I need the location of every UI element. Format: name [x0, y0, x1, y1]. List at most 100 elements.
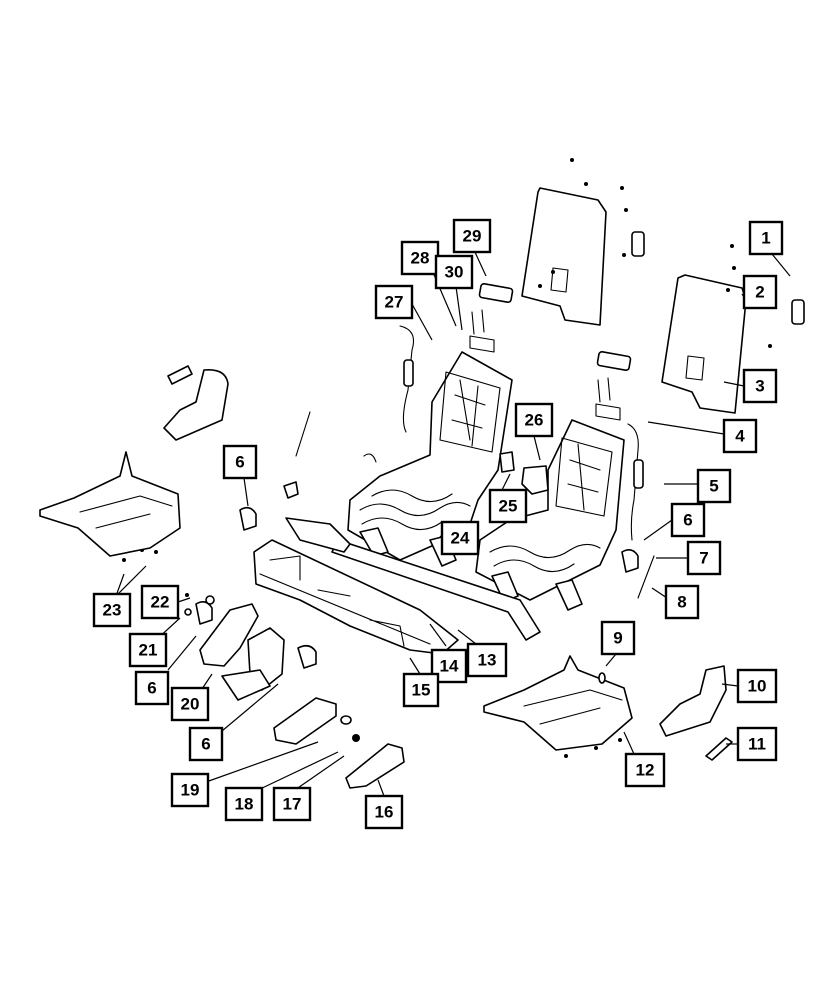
- callout-23: 23: [92, 592, 132, 628]
- svg-text:23: 23: [103, 601, 122, 620]
- callout-19: 19: [170, 772, 210, 808]
- floor-tray-right: [483, 655, 633, 751]
- callout-1: 1: [748, 220, 784, 256]
- bracket-cover-6b: [621, 548, 639, 573]
- callout-28: 28: [400, 240, 440, 276]
- svg-text:17: 17: [283, 795, 302, 814]
- headrest-guide-left: [469, 309, 495, 353]
- svg-text:20: 20: [181, 695, 200, 714]
- svg-text:9: 9: [613, 629, 622, 648]
- svg-text:12: 12: [636, 761, 655, 780]
- callout-3: 3: [742, 368, 778, 404]
- rod-left: [295, 411, 311, 457]
- callout-10: 10: [736, 668, 778, 704]
- clip-right: [791, 299, 805, 325]
- floor-tray-left-detail: [79, 495, 173, 529]
- svg-text:29: 29: [463, 227, 482, 246]
- bracket-cover-6a: [239, 506, 257, 531]
- latch-bracket: [521, 465, 549, 495]
- callout-24: 24: [440, 520, 480, 556]
- svg-text:10: 10: [748, 677, 767, 696]
- handle-11: [705, 737, 733, 761]
- svg-text:15: 15: [412, 681, 431, 700]
- back-panel-right: [661, 274, 747, 414]
- svg-text:6: 6: [683, 511, 692, 530]
- svg-text:6: 6: [147, 679, 156, 698]
- callout-26: 26: [514, 402, 554, 438]
- back-panel-left: [521, 187, 607, 326]
- svg-text:3: 3: [755, 377, 764, 396]
- callout-21: 21: [128, 632, 168, 668]
- callout-6-upper-left: 6: [222, 444, 258, 480]
- bolt-22: [205, 595, 215, 605]
- washer-18: [340, 715, 352, 725]
- callout-13: 13: [466, 642, 508, 678]
- bracket-cover-6d: [297, 644, 317, 669]
- svg-text:24: 24: [451, 529, 470, 548]
- callout-6-mid-left: 6: [134, 670, 170, 706]
- callout-labels: 1 2 3 4 5 6 6 6 6 7 8 9 10 11 12 13 14 1…: [92, 218, 784, 830]
- cross-rail: [331, 539, 541, 641]
- svg-text:25: 25: [499, 497, 518, 516]
- bolt-21: [184, 608, 192, 616]
- callout-22: 22: [140, 584, 180, 620]
- svg-text:6: 6: [235, 453, 244, 472]
- seat-frame-right-legs: [491, 571, 583, 611]
- svg-text:26: 26: [525, 411, 544, 430]
- callout-5: 5: [696, 468, 732, 504]
- callout-25: 25: [488, 488, 528, 524]
- bolt-9: [598, 672, 606, 684]
- cable-right-sleeve: [633, 459, 644, 489]
- callout-18: 18: [224, 786, 264, 822]
- callout-4: 4: [722, 418, 758, 454]
- svg-text:2: 2: [755, 283, 764, 302]
- svg-text:1: 1: [761, 229, 770, 248]
- svg-text:4: 4: [735, 427, 745, 446]
- seat-frame-left-legs: [359, 527, 457, 567]
- callout-2: 2: [742, 274, 778, 310]
- seat-frame-right-back-grid: [555, 437, 613, 517]
- callout-20: 20: [170, 686, 210, 722]
- callout-15: 15: [402, 672, 440, 708]
- callout-30: 30: [434, 254, 474, 290]
- svg-text:8: 8: [677, 593, 686, 612]
- parts-artwork: [39, 158, 805, 789]
- svg-text:16: 16: [375, 803, 394, 822]
- svg-text:5: 5: [709, 477, 718, 496]
- side-shield-upper-left: [163, 368, 229, 441]
- hook-mid: [283, 481, 299, 499]
- svg-text:11: 11: [748, 735, 766, 754]
- svg-text:28: 28: [411, 249, 430, 268]
- svg-text:7: 7: [699, 549, 708, 568]
- svg-text:19: 19: [181, 781, 200, 800]
- svg-text:6: 6: [201, 735, 210, 754]
- svg-text:30: 30: [445, 263, 464, 282]
- headrest-guide-right: [595, 377, 621, 421]
- callout-6-right: 6: [670, 502, 706, 538]
- seat-frame-right-cushion-springs: [489, 543, 601, 573]
- latch-small: [499, 451, 515, 473]
- side-shield-right: [659, 665, 727, 737]
- side-shield-upper-left-tab: [167, 365, 193, 385]
- svg-text:27: 27: [385, 293, 404, 312]
- svg-text:22: 22: [151, 593, 170, 612]
- hook-left: [363, 453, 377, 463]
- back-panel-left-cutout: [550, 267, 569, 293]
- back-panel-right-cutout: [685, 355, 705, 381]
- svg-text:18: 18: [235, 795, 254, 814]
- seat-frame-left-cushion-springs: [359, 489, 471, 531]
- svg-text:13: 13: [478, 651, 497, 670]
- rod-right: [637, 555, 655, 599]
- callout-27: 27: [374, 284, 414, 320]
- seat-riser-upper: [285, 517, 351, 553]
- callout-7: 7: [686, 540, 722, 576]
- side-trim-left-vent: [221, 669, 271, 701]
- callout-8: 8: [664, 584, 700, 620]
- leader-lines: [115, 249, 791, 797]
- callout-9: 9: [600, 620, 636, 656]
- seat-frame-left-back-grid: [439, 371, 501, 453]
- callout-17: 17: [272, 786, 312, 822]
- clip-left: [631, 231, 645, 257]
- callout-11: 11: [736, 726, 778, 762]
